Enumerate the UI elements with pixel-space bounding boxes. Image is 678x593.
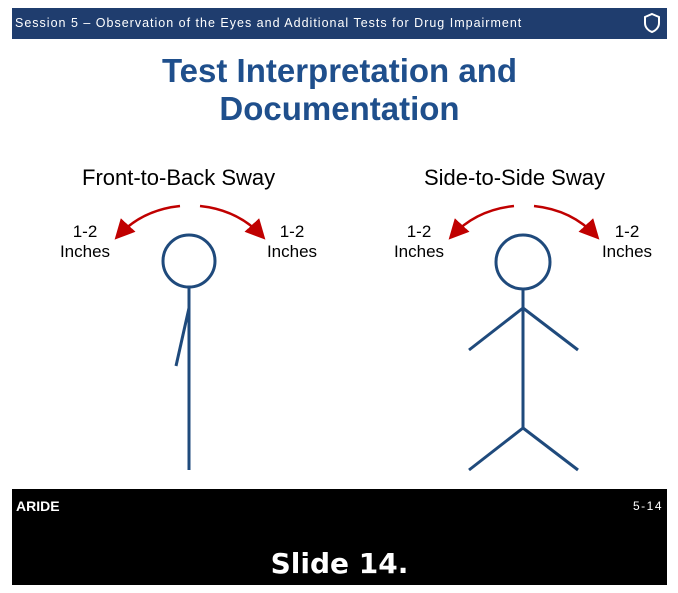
- side-figure-right-arm: [522, 306, 579, 352]
- front-right-arrow: [199, 204, 266, 240]
- slide: Session 5 – Observation of the Eyes and …: [12, 8, 667, 585]
- slide-title-line2: Documentation: [219, 90, 460, 127]
- side-left-arrow: [448, 204, 515, 240]
- side-figure-left-leg: [468, 426, 524, 472]
- footer-bar: ARIDE 5-14 Slide 14.: [12, 489, 667, 585]
- front-left-arrow: [114, 204, 181, 240]
- side-right-label: 1-2 Inches: [592, 222, 662, 262]
- side-figure-head: [494, 233, 552, 291]
- slide-number: 5-14: [632, 499, 663, 513]
- side-to-side-heading: Side-to-Side Sway: [424, 165, 605, 190]
- side-right-arrow: [533, 204, 600, 240]
- front-to-back-heading: Front-to-Back Sway: [82, 165, 276, 190]
- front-figure-head: [161, 233, 217, 289]
- sway-diagrams: [114, 204, 600, 472]
- front-right-label: 1-2 Inches: [257, 222, 327, 262]
- front-left-label: 1-2 Inches: [50, 222, 120, 262]
- shield-icon: [644, 12, 660, 34]
- side-right-label-value: 1-2: [614, 222, 640, 241]
- slide-title: Test Interpretation and Documentation: [12, 52, 667, 128]
- side-left-label-value: 1-2: [406, 222, 432, 241]
- slide-caption: Slide 14.: [270, 547, 409, 580]
- front-right-label-unit: Inches: [266, 242, 318, 261]
- front-left-label-value: 1-2: [72, 222, 98, 241]
- side-right-label-unit: Inches: [601, 242, 653, 261]
- side-left-label-unit: Inches: [393, 242, 445, 261]
- side-figure-left-arm: [468, 306, 524, 352]
- front-to-back-figure: [161, 233, 217, 470]
- front-right-label-value: 1-2: [279, 222, 305, 241]
- slide-title-line1: Test Interpretation and: [161, 52, 518, 89]
- session-title: Session 5 – Observation of the Eyes and …: [15, 16, 523, 30]
- side-to-side-figure: [468, 233, 579, 472]
- front-left-label-unit: Inches: [59, 242, 111, 261]
- side-figure-right-leg: [522, 426, 579, 472]
- program-label: ARIDE: [16, 498, 60, 514]
- session-header-bar: Session 5 – Observation of the Eyes and …: [12, 8, 667, 39]
- front-figure-arm: [174, 307, 191, 367]
- side-left-label: 1-2 Inches: [384, 222, 454, 262]
